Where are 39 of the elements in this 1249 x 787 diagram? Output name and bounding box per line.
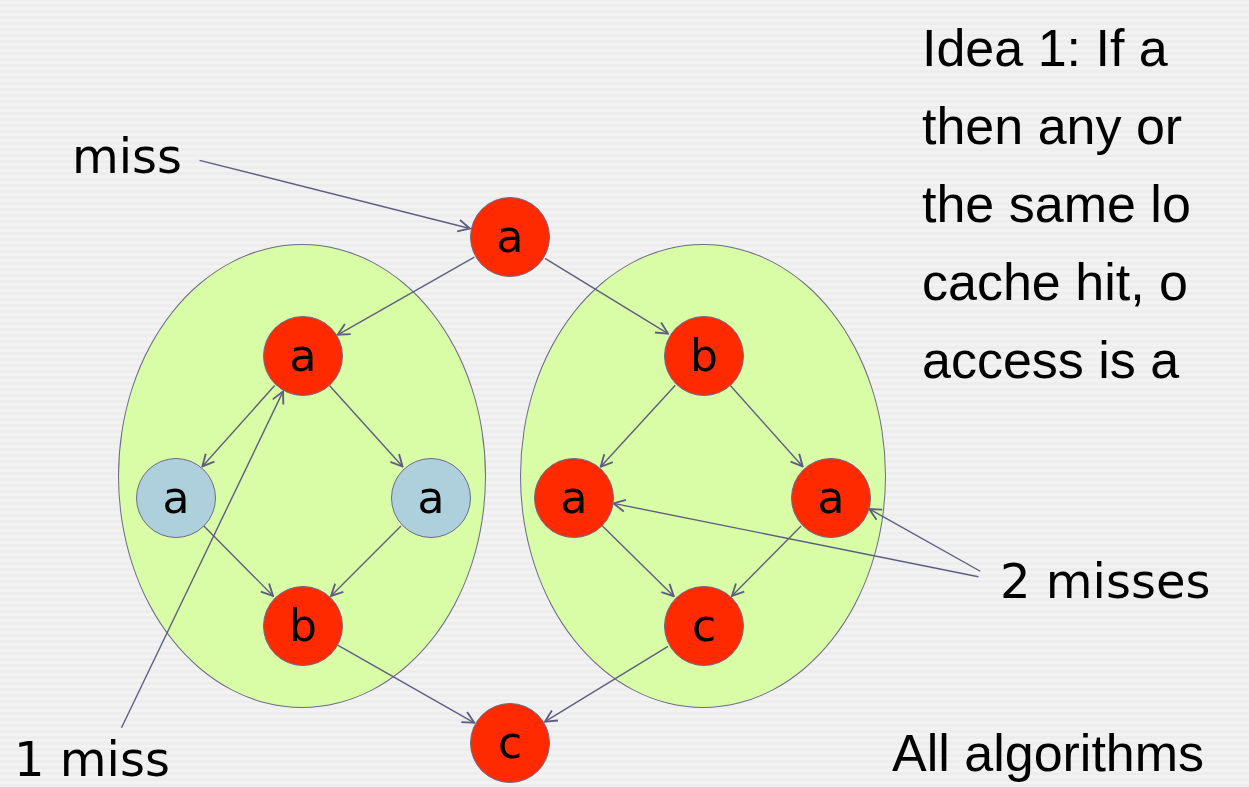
node-label: a: [560, 476, 588, 520]
arrow: [612, 499, 980, 578]
arrow: [203, 525, 275, 597]
annotation-text: 1 miss: [14, 735, 170, 783]
node-label: c: [691, 604, 717, 648]
node-label: a: [162, 476, 190, 520]
arrow: [120, 390, 285, 729]
arrow: [198, 159, 471, 233]
node-label: b: [289, 604, 317, 648]
node-label: a: [496, 215, 524, 259]
arrow: [544, 257, 669, 335]
circle-node: [263, 586, 343, 666]
arrow: [544, 645, 669, 723]
text-line: the same lo: [922, 178, 1191, 230]
node-label: a: [417, 476, 445, 520]
arrow: [328, 384, 404, 468]
circle-node: [136, 458, 216, 538]
circle-node: [664, 586, 744, 666]
arrow: [336, 644, 476, 724]
circle-node: [470, 703, 550, 783]
node-label: c: [497, 721, 523, 765]
annotation-text: 2 misses: [1000, 557, 1211, 605]
node-label: a: [289, 334, 317, 378]
text-line: cache hit, o: [922, 256, 1188, 308]
node-label: b: [690, 334, 718, 378]
arrow: [201, 384, 276, 468]
text-line: access is a: [922, 334, 1180, 386]
node-label: a: [817, 476, 845, 520]
circle-node: [470, 197, 550, 277]
arrow: [599, 384, 677, 468]
arrow: [601, 525, 675, 598]
arrow: [336, 256, 476, 336]
circle-node: [791, 458, 871, 538]
arrow: [729, 384, 804, 468]
annotation-text: miss: [72, 132, 183, 180]
arrow: [730, 525, 802, 597]
arrow: [868, 508, 981, 572]
text-line: Idea 1: If a: [922, 22, 1168, 74]
arrow: [330, 525, 402, 597]
